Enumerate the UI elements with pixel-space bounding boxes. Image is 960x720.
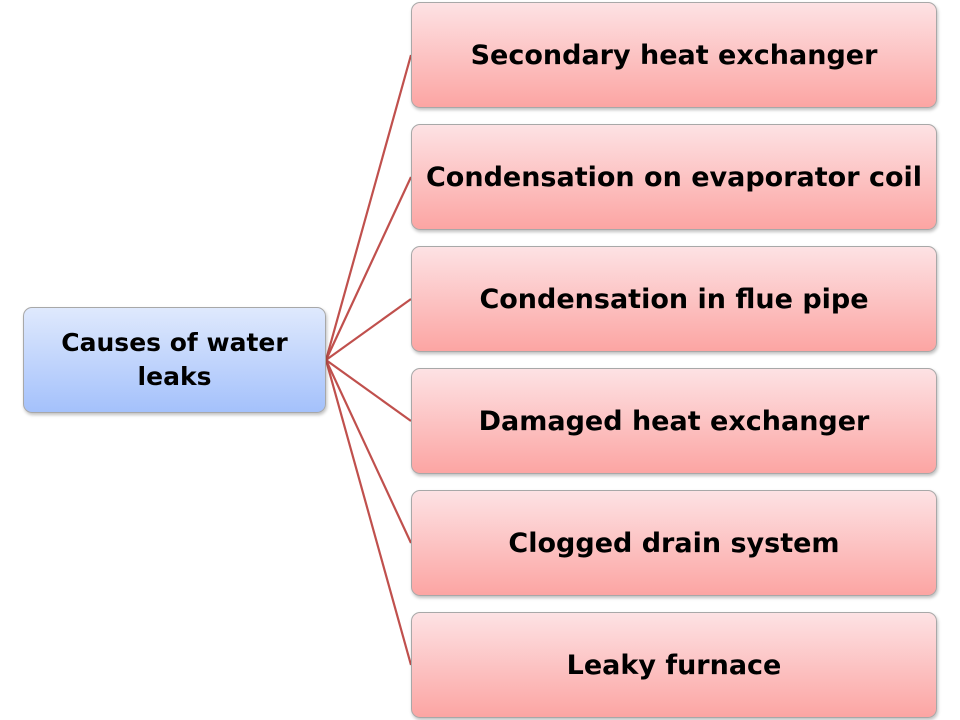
connector-line bbox=[325, 359, 412, 422]
child-label: Secondary heat exchanger bbox=[470, 39, 878, 71]
child-node: Damaged heat exchanger bbox=[411, 368, 937, 474]
child-label: Damaged heat exchanger bbox=[478, 405, 870, 437]
connector-line bbox=[324, 359, 413, 666]
child-node: Clogged drain system bbox=[411, 490, 937, 596]
connector-line bbox=[325, 359, 412, 544]
child-node: Condensation on evaporator coil bbox=[411, 124, 937, 230]
connector-line bbox=[325, 176, 412, 361]
child-node: Secondary heat exchanger bbox=[411, 2, 937, 108]
child-node: Condensation in flue pipe bbox=[411, 246, 937, 352]
root-label: Causes of water leaks bbox=[61, 328, 288, 391]
root-node: Causes of water leaks bbox=[23, 307, 326, 413]
connector-line bbox=[324, 54, 413, 361]
connector-line bbox=[325, 298, 412, 361]
child-label: Condensation in flue pipe bbox=[479, 283, 869, 315]
child-label: Condensation on evaporator coil bbox=[425, 161, 923, 193]
child-label: Leaky furnace bbox=[566, 649, 782, 681]
child-label: Clogged drain system bbox=[508, 527, 840, 559]
child-node: Leaky furnace bbox=[411, 612, 937, 718]
